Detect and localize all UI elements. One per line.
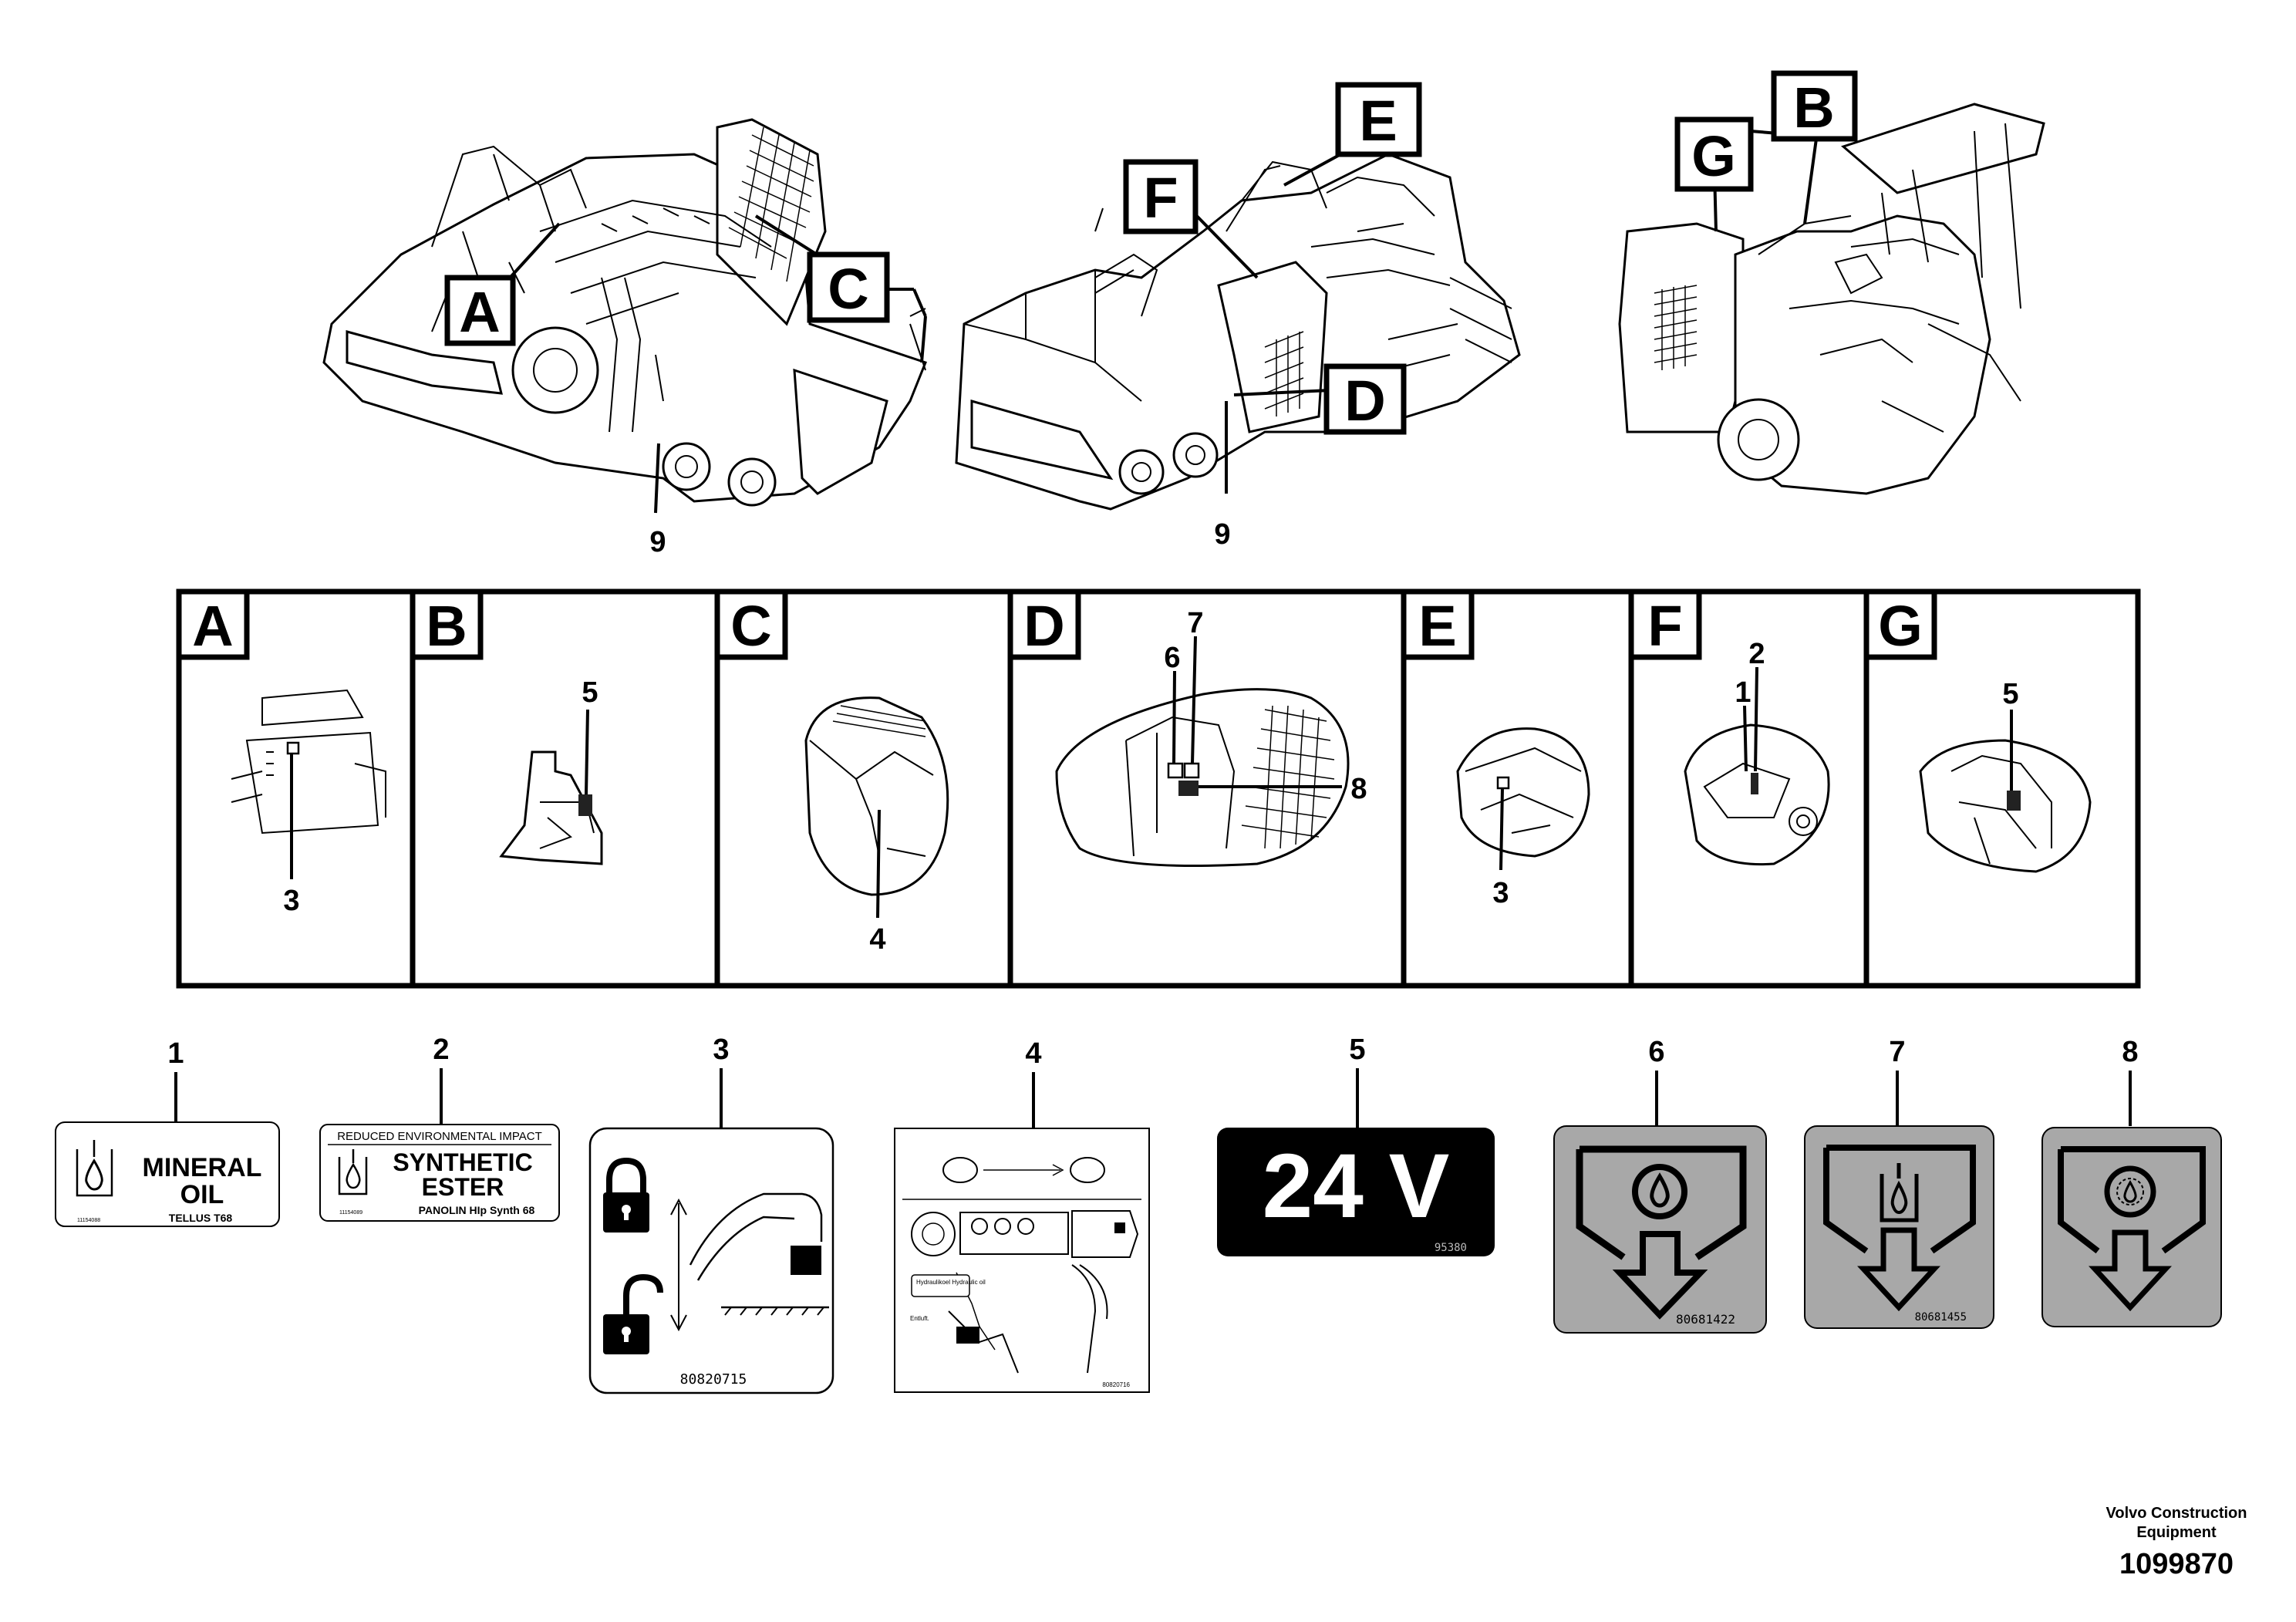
panel-f-part-2: 2 xyxy=(1748,638,1765,670)
decal-number-5: 5 xyxy=(1349,1034,1365,1066)
footer-title-block: Volvo Construction Equipment 1099870 xyxy=(2106,1505,2247,1580)
callout-label-e: E xyxy=(1359,89,1397,153)
position-9-left: 9 xyxy=(649,526,666,558)
panel-tab-d: D xyxy=(1007,588,1081,660)
panel-c-part-4: 4 xyxy=(869,923,885,956)
paver-view-right xyxy=(1618,103,2045,495)
panel-e-detail: 3 xyxy=(1456,727,1590,909)
paver-view-left xyxy=(322,118,927,507)
panel-label-b: B xyxy=(426,594,467,658)
panel-a-part-3: 3 xyxy=(283,885,299,917)
oil-drop-icon xyxy=(338,1149,368,1195)
panel-label-f: F xyxy=(1647,594,1682,658)
overview-callout-g: G xyxy=(1674,116,1754,192)
decal-4-text-a: Hydraulikoel Hydraulic oil xyxy=(916,1279,986,1286)
panel-b-detail: 5 xyxy=(499,676,603,865)
decal-8-gear-drain xyxy=(2041,1127,2222,1327)
footer-company-line1: Volvo Construction xyxy=(2106,1505,2247,1522)
decal-number-7: 7 xyxy=(1889,1036,1905,1068)
decal-4-hydraulic-diagram: Hydraulikoel Hydraulic oil Entluft. 8082… xyxy=(894,1128,1150,1393)
hopper-arm-icon xyxy=(689,1192,829,1316)
decal-3-code: 80820715 xyxy=(680,1371,747,1388)
double-arrow-icon xyxy=(670,1198,687,1332)
callout-label-c: C xyxy=(828,257,868,321)
callout-label-f: F xyxy=(1143,166,1178,230)
panel-tab-f: F xyxy=(1628,588,1702,660)
decal-4-code: 80820716 xyxy=(1102,1381,1130,1388)
footer-company-line2: Equipment xyxy=(2136,1524,2217,1541)
panel-a-detail: 3 xyxy=(231,689,386,917)
decal-number-1: 1 xyxy=(167,1037,184,1070)
decal-4-text-b: Entluft. xyxy=(910,1315,929,1322)
decal-1-code: 11154088 xyxy=(77,1218,100,1223)
decal-5-text: 24 V xyxy=(1263,1135,1450,1237)
decal-number-4: 4 xyxy=(1025,1037,1041,1070)
decal-2-synthetic-ester: REDUCED ENVIRONMENTAL IMPACT SYNTHETIC E… xyxy=(319,1124,560,1222)
panel-label-a: A xyxy=(192,594,233,658)
overview-callout-a: A xyxy=(444,275,516,346)
panel-g-detail: 5 xyxy=(1919,678,2092,873)
panel-tab-b: B xyxy=(410,588,484,660)
panel-tab-g: G xyxy=(1863,588,1937,660)
paver-view-middle xyxy=(955,153,1521,511)
callout-label-g: G xyxy=(1691,124,1736,188)
decal-1-mineral-oil: MINERAL OIL TELLUS T68 11154088 xyxy=(55,1121,280,1227)
overview-callout-f: F xyxy=(1123,159,1199,234)
decal-5-code: 95380 xyxy=(1435,1242,1467,1254)
panel-tab-a: A xyxy=(176,588,250,660)
panel-g-part-5: 5 xyxy=(2002,678,2018,710)
panel-tab-e: E xyxy=(1401,588,1475,660)
panel-label-e: E xyxy=(1418,594,1456,658)
decal-2-line1: SYNTHETIC xyxy=(393,1148,532,1176)
panel-b-part-5: 5 xyxy=(582,676,598,709)
decal-number-8: 8 xyxy=(2122,1036,2138,1068)
decal-6-oil-drain: 80681422 xyxy=(1553,1125,1767,1334)
gear-drop-drain-icon xyxy=(2089,1165,2172,1312)
decal-5-24v: 24 V 95380 xyxy=(1217,1128,1495,1256)
decal-number-2: 2 xyxy=(433,1034,449,1066)
oil-can-drain-icon xyxy=(1857,1163,1940,1312)
lock-open-icon xyxy=(603,1273,663,1354)
panel-c-detail: 4 xyxy=(804,696,949,956)
panel-label-d: D xyxy=(1023,594,1064,658)
decal-7-oil-can-drain: 80681455 xyxy=(1804,1125,1994,1329)
decal-2-sub: PANOLIN HIp Synth 68 xyxy=(419,1204,535,1216)
panel-label-g: G xyxy=(1878,594,1923,658)
decal-2-code: 11154089 xyxy=(339,1210,362,1216)
panel-e-part-3: 3 xyxy=(1492,877,1509,909)
decal-7-code: 80681455 xyxy=(1915,1311,1967,1324)
oil-drop-icon xyxy=(76,1140,113,1197)
panel-f-part-1: 1 xyxy=(1735,676,1751,709)
decal-2-line2: ESTER xyxy=(422,1173,504,1201)
panel-f-detail: 2 1 xyxy=(1684,638,1830,866)
decal-1-line1: MINERAL xyxy=(143,1153,262,1182)
panel-d-part-8: 8 xyxy=(1350,773,1367,805)
oil-drop-drain-icon xyxy=(1612,1164,1708,1320)
decal-leaders xyxy=(174,1068,2132,1128)
panel-d-part-7: 7 xyxy=(1187,607,1203,639)
decal-2-header: REDUCED ENVIRONMENTAL IMPACT xyxy=(337,1130,542,1143)
panel-d-part-6: 6 xyxy=(1164,642,1180,674)
decal-number-6: 6 xyxy=(1648,1036,1664,1068)
callout-label-b: B xyxy=(1793,76,1834,140)
overview-callout-b: B xyxy=(1771,70,1858,142)
decal-1-line2: OIL xyxy=(180,1180,224,1209)
panel-tab-c: C xyxy=(714,588,788,660)
overview-callout-e: E xyxy=(1335,82,1422,157)
callout-label-d: D xyxy=(1344,369,1385,433)
footer-drawing-number: 1099870 xyxy=(2119,1548,2234,1580)
overview-callout-d: D xyxy=(1323,363,1407,435)
decal-6-code: 80681422 xyxy=(1676,1312,1735,1327)
decal-1-sub: TELLUS T68 xyxy=(169,1212,233,1224)
lock-closed-icon xyxy=(603,1157,649,1233)
decal-3-lock-warning: 80820715 xyxy=(588,1127,834,1394)
overview-callout-c: C xyxy=(807,251,890,323)
position-9-middle: 9 xyxy=(1214,518,1230,551)
decal-number-3: 3 xyxy=(713,1034,729,1066)
panel-label-c: C xyxy=(730,594,771,658)
callout-label-a: A xyxy=(459,280,500,344)
panel-d-detail: 7 6 8 xyxy=(1055,607,1367,867)
